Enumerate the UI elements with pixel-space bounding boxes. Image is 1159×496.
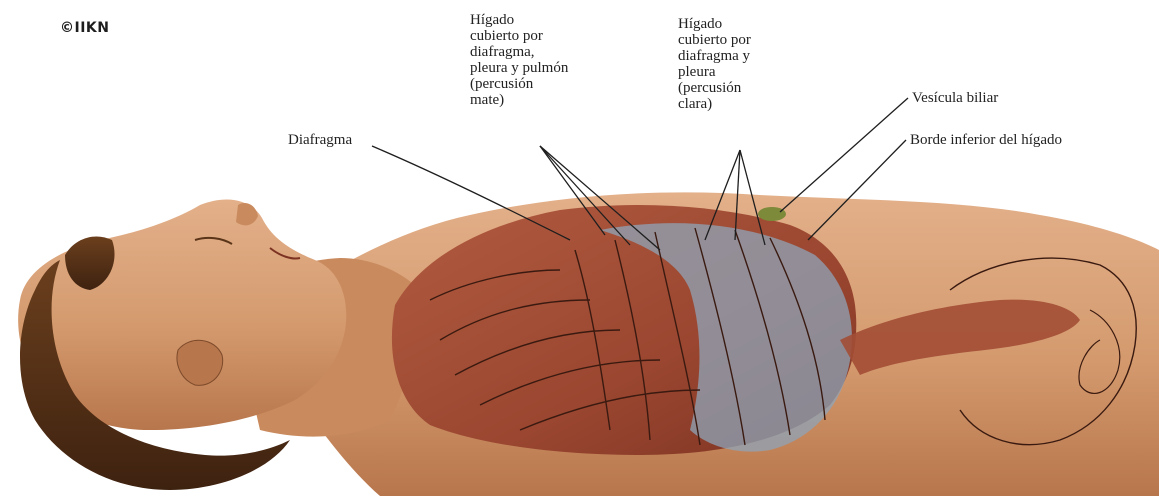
label-higado-percusion-clara: Hígado cubierto por diafragma y pleura (… — [678, 16, 751, 112]
gallbladder — [758, 207, 786, 221]
label-diafragma: Diafragma — [288, 132, 352, 148]
head — [18, 199, 346, 490]
logo-mark: ©IIKN — [60, 20, 109, 36]
label-higado-percusion-mate: Hígado cubierto por diafragma, pleura y … — [470, 12, 568, 108]
leader-vesicula — [780, 98, 908, 212]
label-borde-inferior-higado: Borde inferior del hígado — [910, 132, 1062, 148]
publisher-logo: ©IIKN — [60, 18, 136, 50]
label-vesicula-biliar: Vesícula biliar — [912, 90, 998, 106]
